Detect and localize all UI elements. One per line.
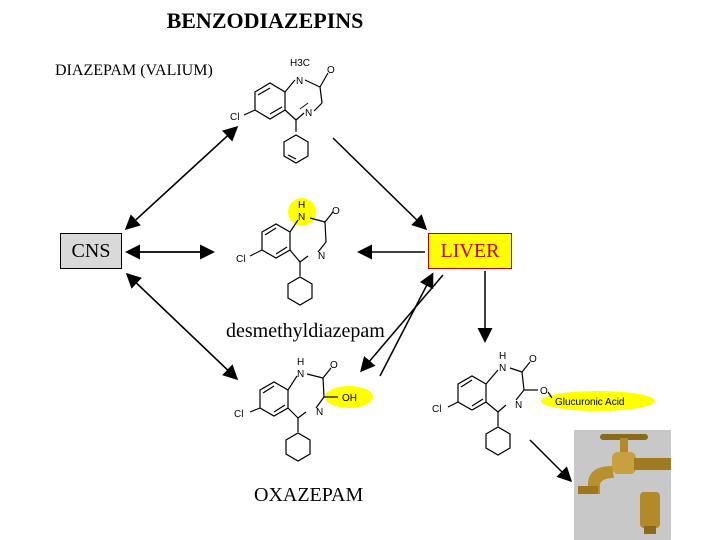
atom-label: N: [318, 251, 325, 262]
atom-label: N: [316, 407, 323, 418]
atom-label: N: [305, 108, 312, 119]
nh-highlight: [288, 198, 316, 226]
diazepam-structure: [243, 72, 329, 164]
arrow-oxazepam-to-liver: [379, 272, 434, 377]
glucuronic-acid-label: Glucuronic Acid: [555, 397, 624, 408]
desmethyldiazepam-structure: [249, 211, 334, 306]
liver-label: LIVER: [440, 240, 500, 262]
atom-label: H: [499, 351, 506, 362]
diazepam-atom-labels: H3C N O N Cl: [230, 58, 335, 123]
diazepam-label: DIAZEPAM (VALIUM): [55, 62, 213, 79]
atom-label: Cl: [234, 409, 243, 420]
atom-label: N: [297, 369, 304, 380]
arrow-to-excretion: [529, 439, 573, 483]
oxazepam-structure: [249, 367, 338, 462]
atom-label: H: [297, 357, 304, 368]
desmethyldiazepam-atom-labels: H N O N Cl: [236, 200, 340, 265]
faucet-image: [574, 430, 671, 540]
atom-label: OH: [342, 393, 357, 404]
cns-label: CNS: [71, 240, 111, 262]
atom-label: N: [296, 76, 303, 87]
atom-label: O: [332, 206, 340, 217]
atom-label: Cl: [236, 254, 245, 265]
atom-label: O: [540, 386, 548, 397]
liver-box: LIVER: [428, 233, 512, 269]
oh-highlight: [325, 386, 373, 408]
atom-label: H3C: [290, 58, 310, 69]
atom-label: Cl: [230, 112, 239, 123]
atom-label: N: [298, 212, 305, 223]
glucuronic-highlight: [541, 391, 655, 411]
page-title: BENZODIAZEPINS: [166, 8, 364, 33]
atom-label: O: [330, 360, 338, 371]
arrow-cns-to-diazepam: [126, 125, 239, 229]
oxazepam-atom-labels: H N O OH N Cl: [234, 357, 357, 420]
arrow-liver-to-oxazepam: [360, 274, 444, 373]
atom-label: Cl: [432, 404, 441, 415]
cns-box: CNS: [60, 233, 122, 269]
atom-label: N: [515, 400, 522, 411]
atom-label: N: [499, 363, 506, 374]
atom-label: O: [327, 65, 335, 76]
oxazepam-label: OXAZEPAM: [254, 484, 364, 506]
arrow-oxazepam-to-cns: [125, 272, 237, 379]
flow-arrows: [124, 125, 573, 483]
atom-label: O: [529, 354, 537, 365]
desmethyldiazepam-label: desmethyldiazepam: [226, 320, 385, 342]
arrow-diazepam-to-liver: [332, 137, 428, 231]
glucuronide-structure: [447, 361, 553, 456]
glucuronide-atom-labels: H N O O N Cl Glucuronic Acid: [432, 351, 624, 415]
atom-label: H: [298, 200, 305, 211]
